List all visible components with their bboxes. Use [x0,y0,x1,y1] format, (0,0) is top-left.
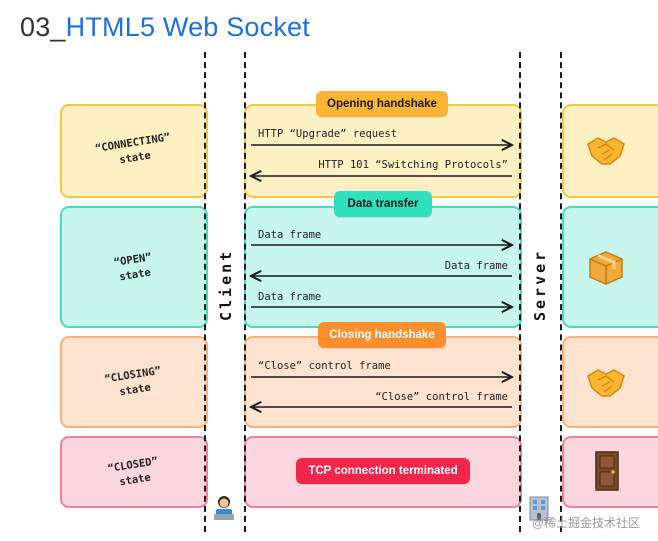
data-frame-label-3: Data frame [258,291,322,303]
client-lane-left-line [204,52,206,532]
title-name: HTML5 Web Socket [65,12,310,42]
data-frame-label-2: Data frame [444,260,508,272]
closing-icon-box [562,336,658,428]
handshake-icon [587,369,625,397]
server-lane-right-line [560,52,562,532]
data-transfer-label: Data transfer [334,191,432,217]
connecting-state-box: “CONNECTING” state [60,104,208,198]
server-building-icon [529,496,549,521]
closing-handshake-label: Closing handshake [318,322,446,348]
title-number: 03_ [20,12,66,42]
tcp-terminated-label: TCP connection terminated [296,458,470,484]
package-icon [589,251,623,285]
client-lane-right-line [244,52,246,532]
door-icon [595,451,619,491]
watermark: @稀土掘金技术社区 [531,516,640,530]
close-frame-label-1: “Close” control frame [258,360,391,372]
data-frame-label-1: Data frame [258,229,322,241]
upgrade-request-label: HTTP “Upgrade” request [258,128,398,140]
client-person-laptop-icon [214,496,234,520]
closed-state-box: “CLOSED” state [60,436,208,508]
handshake-icon [587,137,625,165]
closing-state-box: “CLOSING” state [60,336,208,428]
server-lane-left-line [519,52,521,532]
close-frame-label-2: “Close” control frame [375,391,508,403]
open-state-box: “OPEN” state [60,206,208,328]
opening-handshake-label: Opening handshake [316,91,448,117]
switching-protocols-label: HTTP 101 “Switching Protocols” [318,159,508,171]
page-title: 03_HTML5 Web Socket [20,12,310,43]
